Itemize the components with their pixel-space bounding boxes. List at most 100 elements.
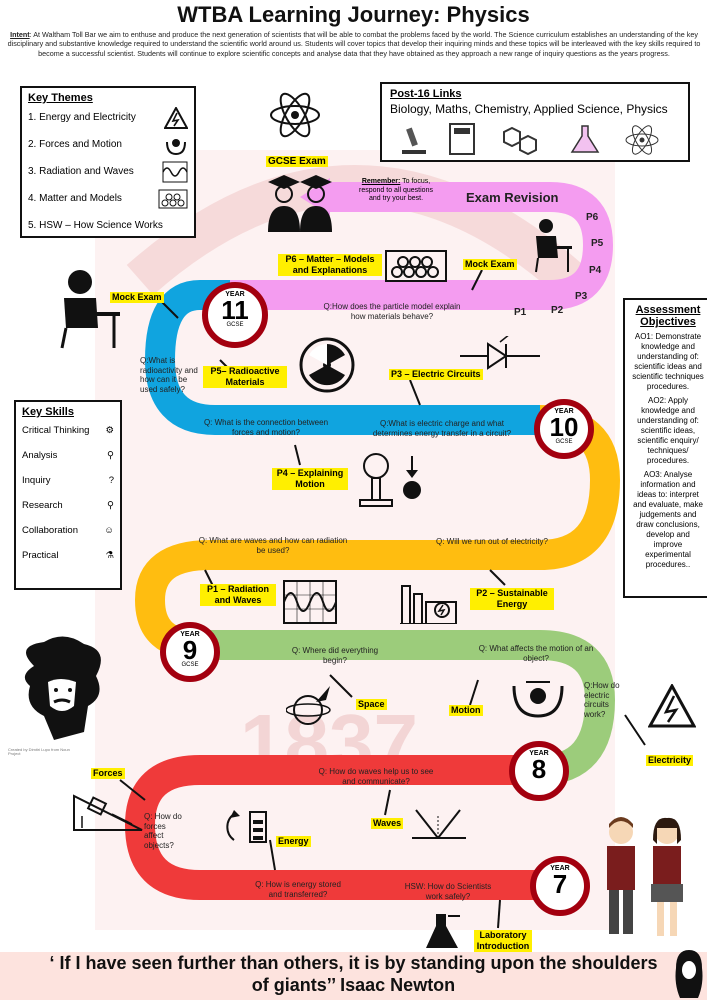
key-skills-heading: Key Skills <box>22 406 74 418</box>
flask-icon <box>426 914 460 948</box>
question-particle-model: Q:How does the particle model explain ho… <box>323 302 461 321</box>
planet-rocket-icon <box>286 686 331 725</box>
waves-icon <box>162 161 188 183</box>
ao1-text: AO1: Demonstrate knowledge and understan… <box>632 332 704 391</box>
wave-graph-icon <box>283 580 337 624</box>
particles-icon <box>158 188 188 210</box>
atom-icon <box>625 125 659 155</box>
assessment-objectives-box: Assessment Objectives AO1: Demonstrate k… <box>623 298 707 598</box>
paper-label: P1 <box>514 307 527 318</box>
skill-item: Critical Thinking⚙ <box>22 425 114 436</box>
explosion-apple-icon <box>359 453 421 507</box>
paper-label: P5 <box>591 238 604 249</box>
skill-item: Inquiry? <box>22 475 114 486</box>
key-skills-box: Key Skills Critical Thinking⚙ Analysis⚲ … <box>14 400 122 590</box>
gcse-exam-label: GCSE Exam <box>266 156 328 167</box>
paper-label: P6 <box>586 212 599 223</box>
question-hsw: HSW: How do Scientists work safely? <box>404 882 492 901</box>
student-desk-icon <box>535 219 572 273</box>
calculator-icon <box>449 123 475 155</box>
atom-icon <box>270 92 320 138</box>
energy-label: Energy <box>276 836 311 847</box>
post16-heading: Post-16 Links <box>390 88 462 100</box>
radiation-icon <box>299 337 355 393</box>
quote-line-2: of giants’’ Isaac Newton <box>251 975 456 995</box>
student-exam-icon <box>60 270 120 349</box>
newton-icon <box>675 950 703 998</box>
theme-item: 4. Matter and Models <box>28 185 188 212</box>
post16-icons <box>402 123 659 156</box>
question-forces-motion: Q: What is the connection between forces… <box>203 418 329 437</box>
diode-icon <box>460 336 540 370</box>
p3-label: P3 – Electric Circuits <box>389 369 483 380</box>
quote-line-1: ‘ If I have seen further than others, it… <box>49 953 658 973</box>
analysis-icon: ⚲ <box>107 450 114 461</box>
p4-label: P4 – Explaining Motion <box>272 468 348 490</box>
flask-icon: ⚗ <box>105 550 114 561</box>
mock-exam-right-label: Mock Exam <box>463 259 517 270</box>
reflection-icon <box>412 809 466 839</box>
skill-item: Analysis⚲ <box>22 450 114 461</box>
question-waves-radiation: Q: What are waves and how can radiation … <box>198 536 348 555</box>
einstein-icon <box>24 636 101 740</box>
forces-label: Forces <box>91 768 125 779</box>
intent-paragraph: Intent: At Waltham Toll Bar we aim to en… <box>7 30 701 58</box>
students-icon <box>607 817 683 936</box>
lab-label: Laboratory Introduction <box>474 930 532 952</box>
theme-item: 5. HSW – How Science Works <box>28 220 163 231</box>
p1-label: P1 – Radiation and Waves <box>200 584 276 606</box>
microscope-icon <box>402 127 426 154</box>
molecule-icon <box>503 126 537 156</box>
page-title: WTBA Learning Journey: Physics <box>177 2 530 27</box>
high-voltage-icon <box>648 684 696 728</box>
p5-label: P5– Radioactive Materials <box>203 366 287 388</box>
key-themes-box: Key Themes 1. Energy and Electricity 2. … <box>20 86 196 238</box>
question-electric-charge: Q:What is electric charge and what deter… <box>372 419 512 438</box>
particles-box-icon <box>385 250 447 282</box>
theme-item: 3. Radiation and Waves <box>28 158 188 185</box>
question-forces-affect: Q: How do forces affect objects? <box>144 812 182 850</box>
collaboration-icon: ☺ <box>104 525 114 536</box>
p6-label: P6 – Matter – Models and Explanations <box>278 254 382 276</box>
paper-label: P3 <box>575 291 588 302</box>
question-run-out: Q: Will we run out of electricity? <box>435 537 549 546</box>
p2-label: P2 – Sustainable Energy <box>470 588 554 610</box>
chemistry-flask-icon <box>570 125 600 153</box>
question-circuits: Q:How do electric circuits work? <box>584 681 620 719</box>
power-plant-icon <box>400 585 457 624</box>
question-affects-motion: Q: What affects the motion of an object? <box>478 644 594 663</box>
mock-exam-left-label: Mock Exam <box>110 292 164 303</box>
waves-label: Waves <box>371 818 404 829</box>
motion-icon <box>512 681 564 718</box>
paper-label: P4 <box>589 265 602 276</box>
paper-label: P2 <box>551 305 564 316</box>
search-icon: ⚲ <box>107 500 114 511</box>
remember-note: Remember: To focus, respond to all quest… <box>359 178 433 202</box>
ao2-text: AO2: Apply knowledge and understanding o… <box>637 396 699 465</box>
motion-label: Motion <box>449 705 483 716</box>
post16-box: Post-16 Links Biology, Maths, Chemistry,… <box>380 82 690 162</box>
graduates-icon <box>268 175 332 232</box>
newton-quote: ‘ If I have seen further than others, it… <box>0 952 707 1000</box>
forces-ramp-icon <box>73 794 143 831</box>
theme-item: 2. Forces and Motion <box>28 131 188 158</box>
brain-icon: ⚙ <box>105 425 114 436</box>
question-radioactivity: Q:What is radioactivity and how can it b… <box>140 356 198 394</box>
energy-cycle-icon <box>226 810 267 843</box>
assessment-heading: Assessment Objectives <box>635 304 701 328</box>
ao3-text: AO3: Analyse information and ideas to: i… <box>633 470 703 569</box>
skill-item: Collaboration☺ <box>22 525 114 536</box>
space-label: Space <box>356 699 387 710</box>
inquiry-icon: ? <box>108 475 114 486</box>
key-themes-heading: Key Themes <box>28 92 93 104</box>
theme-item: 1. Energy and Electricity <box>28 104 188 131</box>
electricity-icon <box>164 106 188 129</box>
einstein-credit: Created by Dimitri Lupo from Noun Projec… <box>8 747 70 756</box>
motion-icon <box>164 134 188 156</box>
exam-revision-label: Exam Revision <box>466 190 559 205</box>
skill-item: Research⚲ <box>22 500 114 511</box>
